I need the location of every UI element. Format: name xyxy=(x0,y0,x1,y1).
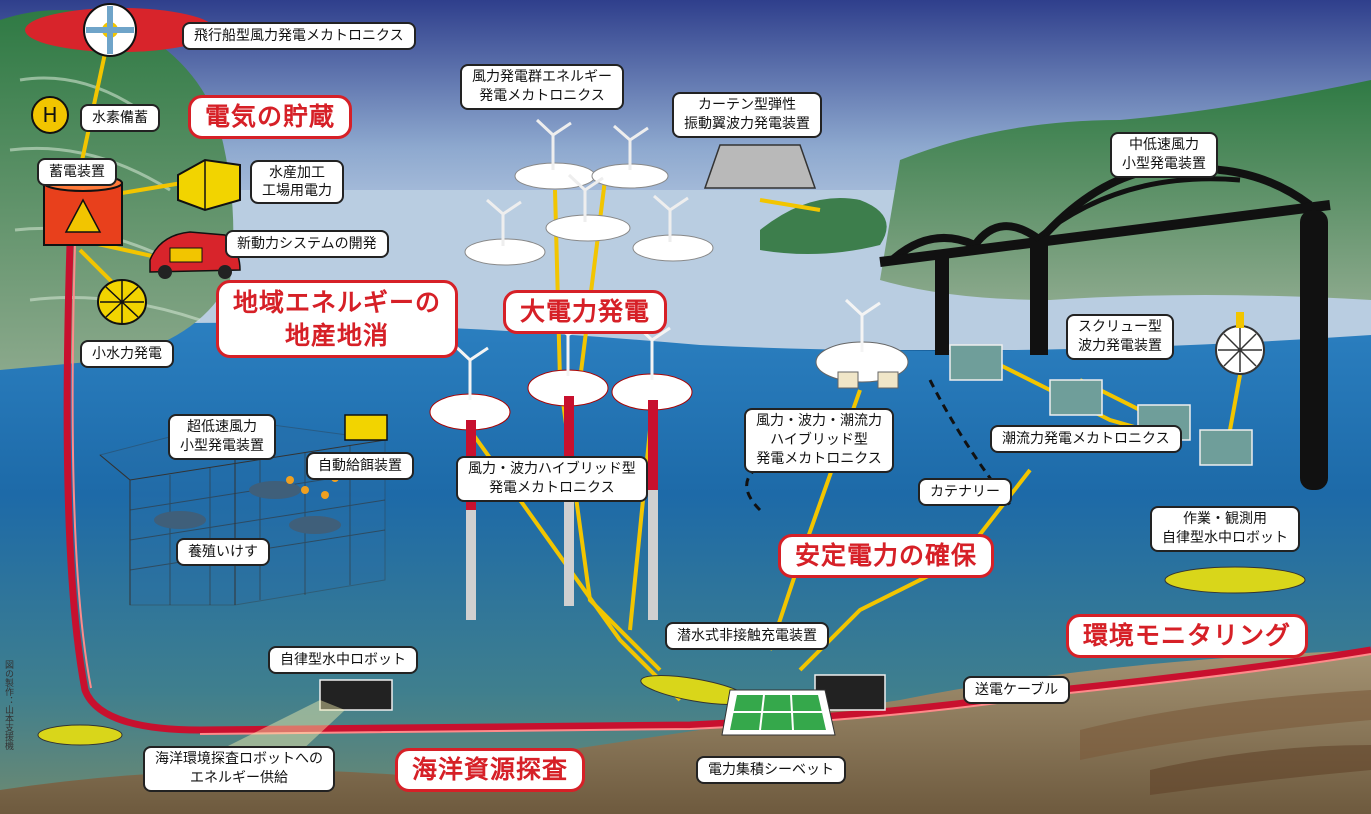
label-sea-robot-energy: 海洋環境探査ロボットへの エネルギー供給 xyxy=(143,746,335,792)
hydrogen-tank: H xyxy=(31,96,69,134)
label-auv: 自律型水中ロボット xyxy=(268,646,418,674)
svg-text:H: H xyxy=(42,103,57,127)
water-wheel xyxy=(97,279,147,325)
label-screw-wave: スクリュー型 波力発電装置 xyxy=(1066,314,1174,360)
triple-hybrid-turbine xyxy=(815,298,909,389)
label-mid-wind: 中低速風力 小型発電装置 xyxy=(1110,132,1218,178)
label-new-power: 新動力システムの開発 xyxy=(225,230,389,258)
label-fish-cage: 養殖いけす xyxy=(176,538,270,566)
label-catenary: カテナリー xyxy=(918,478,1012,506)
label-tidal: 潮流力発電メカトロニクス xyxy=(990,425,1182,453)
label-ultra-low-wind: 超低速風力 小型発電装置 xyxy=(168,414,276,460)
headline-env-monitoring: 環境モニタリング xyxy=(1066,614,1309,658)
headline-storage: 電気の貯蔵 xyxy=(188,95,353,139)
car xyxy=(149,231,241,279)
label-battery: 蓄電装置 xyxy=(37,158,117,186)
figure-credit: 図の製作：山本支援機 xyxy=(3,660,13,750)
label-wind-wave-hybrid: 風力・波力ハイブリッド型 発電メカトロニクス xyxy=(456,456,648,502)
label-seafood-plant: 水産加工 工場用電力 xyxy=(250,160,344,204)
label-small-hydro: 小水力発電 xyxy=(80,340,174,368)
screw-wave-device xyxy=(1215,312,1265,375)
curtain-device xyxy=(703,144,817,189)
feeder-box xyxy=(344,414,388,441)
label-survey-robot: 作業・観測用 自律型水中ロボット xyxy=(1150,506,1300,552)
label-airship: 飛行船型風力発電メカトロニクス xyxy=(182,22,416,50)
headline-local-energy: 地域エネルギーの 地産地消 xyxy=(216,280,459,358)
airship xyxy=(25,3,215,57)
bridge xyxy=(879,162,1331,267)
label-hydrogen: 水素備蓄 xyxy=(80,104,160,132)
headline-stable-power: 安定電力の確保 xyxy=(778,534,995,578)
power-sheet xyxy=(721,689,836,736)
factory xyxy=(177,158,241,212)
label-power-sheet: 電力集積シーベット xyxy=(696,756,846,784)
wind-farm xyxy=(464,118,714,266)
headline-ocean-resources: 海洋資源探査 xyxy=(395,748,586,792)
label-charger: 潜水式非接触充電装置 xyxy=(665,622,829,650)
label-wind-farm: 風力発電群エネルギー 発電メカトロニクス xyxy=(460,64,624,110)
label-cable: 送電ケーブル xyxy=(963,676,1071,704)
label-triple-hybrid: 風力・波力・潮流力 ハイブリッド型 発電メカトロニクス xyxy=(744,408,894,473)
power-cable xyxy=(63,244,1371,734)
headline-large-power: 大電力発電 xyxy=(503,290,668,334)
label-curtain-wave: カーテン型弾性 振動翼波力発電装置 xyxy=(672,92,822,138)
fish xyxy=(154,481,341,534)
label-auto-feeder: 自動給餌装置 xyxy=(306,452,414,480)
